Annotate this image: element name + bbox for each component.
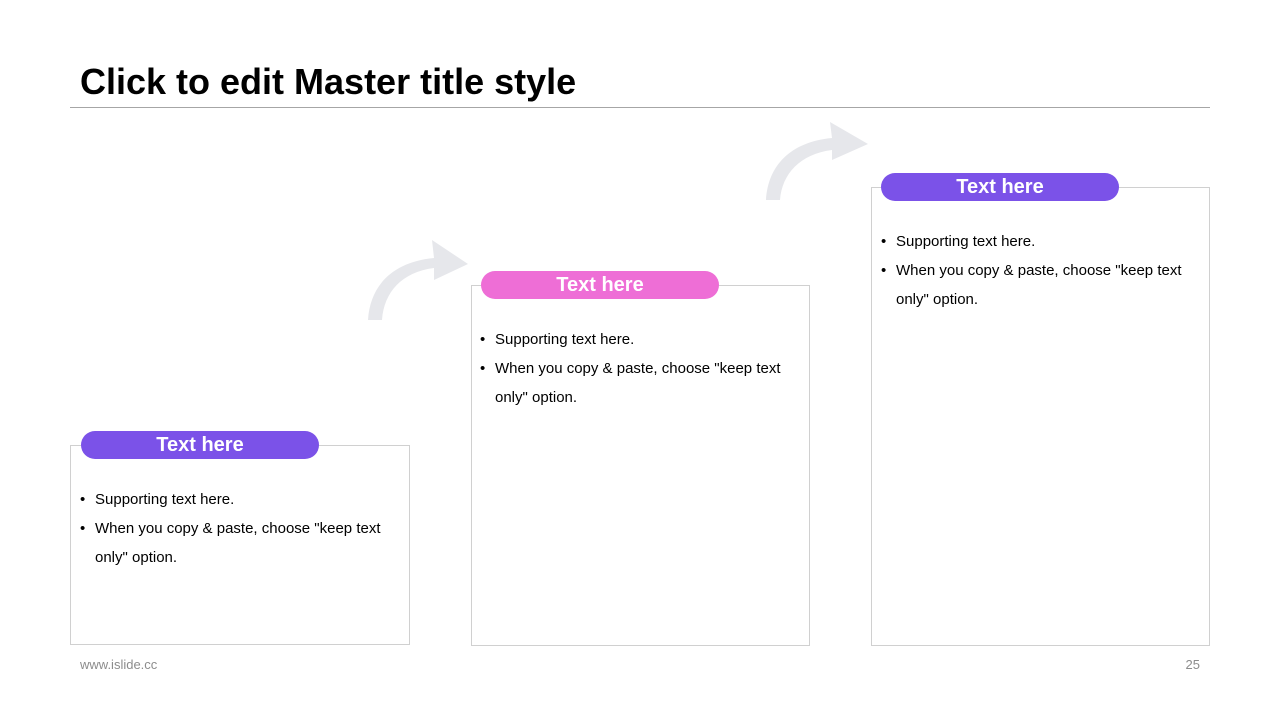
page-number: 25 <box>1185 657 1200 672</box>
bullet-item: •Supporting text here. <box>480 325 800 354</box>
bullet-dot: • <box>881 262 887 279</box>
bullet-dot: • <box>480 331 486 348</box>
step-label-2[interactable]: Text here <box>481 271 719 299</box>
step-card-2 <box>471 285 810 646</box>
step-bullets-1: •Supporting text here. •When you copy & … <box>80 485 400 572</box>
bullet-dot: • <box>80 520 86 537</box>
step-bullets-3: •Supporting text here. •When you copy & … <box>881 227 1201 314</box>
step-label-3[interactable]: Text here <box>881 173 1119 201</box>
bullet-dot: • <box>480 360 486 377</box>
footer-url: www.islide.cc <box>80 657 158 672</box>
title-divider <box>70 107 1210 108</box>
curved-arrow-shape <box>368 240 468 320</box>
step-card-3 <box>871 187 1210 646</box>
bullet-item: •When you copy & paste, choose "keep tex… <box>881 256 1201 314</box>
step-label-1[interactable]: Text here <box>81 431 319 459</box>
step-card-1 <box>70 445 410 645</box>
bullet-item: •When you copy & paste, choose "keep tex… <box>80 514 400 572</box>
slide-title[interactable]: Click to edit Master title style <box>80 61 577 102</box>
curved-arrow-icon <box>766 122 868 200</box>
bullet-item: •Supporting text here. <box>881 227 1201 256</box>
bullet-item: •Supporting text here. <box>80 485 400 514</box>
curved-arrow-shape <box>766 122 868 200</box>
bullet-dot: • <box>80 491 86 508</box>
bullet-item: •When you copy & paste, choose "keep tex… <box>480 354 800 412</box>
step-bullets-2: •Supporting text here. •When you copy & … <box>480 325 800 412</box>
bullet-dot: • <box>881 233 887 250</box>
curved-arrow-icon <box>368 240 468 320</box>
